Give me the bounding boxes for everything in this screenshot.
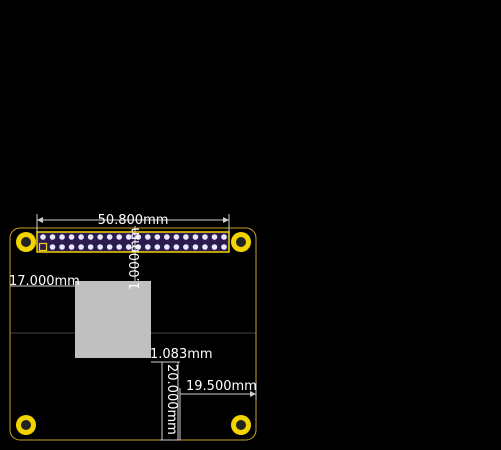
gap-dimension: 1.083mm [150, 347, 213, 363]
header-pin[interactable] [164, 234, 170, 240]
pin-header-icon[interactable] [36, 231, 230, 253]
header-pin[interactable] [49, 234, 56, 240]
header-pin[interactable] [135, 244, 142, 250]
height-dimension: 20.000mm [160, 361, 180, 441]
header-pin[interactable] [192, 244, 199, 250]
header-pin[interactable] [68, 234, 75, 240]
header-pin[interactable] [154, 244, 161, 250]
header-pin[interactable] [202, 244, 208, 250]
header-pin[interactable] [68, 244, 75, 250]
header-pin[interactable] [164, 244, 170, 250]
left-offset-label: 17.000mm [9, 274, 80, 289]
header-pin[interactable] [116, 234, 123, 240]
header-offset-dimension: 1.000mm [128, 226, 143, 290]
header-width-label: 50.800mm [98, 213, 169, 228]
header-pin[interactable] [183, 234, 189, 240]
gap-label: 1.083mm [150, 347, 213, 362]
square-pin-icon[interactable] [38, 242, 48, 252]
header-pin[interactable] [78, 244, 84, 250]
header-pin[interactable] [192, 234, 199, 240]
header-pin[interactable] [173, 234, 180, 240]
header-pin[interactable] [87, 234, 94, 240]
header-pin[interactable] [202, 234, 208, 240]
header-offset-label: 1.000mm [128, 227, 143, 290]
header-pin[interactable] [87, 244, 94, 250]
header-pin[interactable] [221, 234, 227, 240]
header-pin[interactable] [40, 234, 46, 240]
right-offset-dimension: 19.500mm [179, 379, 257, 440]
header-pin[interactable] [135, 234, 142, 240]
header-pin[interactable] [106, 244, 113, 250]
header-pin[interactable] [125, 234, 132, 240]
component-block[interactable] [75, 281, 151, 358]
header-pin[interactable] [97, 234, 103, 240]
header-pin[interactable] [116, 244, 123, 250]
header-pin[interactable] [154, 234, 161, 240]
header-pin[interactable] [211, 244, 218, 250]
header-pin[interactable] [59, 234, 65, 240]
header-pin[interactable] [144, 234, 151, 240]
header-pin[interactable] [78, 234, 84, 240]
header-pin[interactable] [97, 244, 103, 250]
mounting-hole-icon[interactable] [231, 232, 251, 252]
header-pin[interactable] [183, 244, 189, 250]
header-pin[interactable] [106, 234, 113, 240]
header-pin[interactable] [125, 244, 132, 250]
header-width-dimension: 50.800mm [36, 213, 230, 232]
header-pin[interactable] [144, 244, 151, 250]
height-label: 20.000mm [164, 364, 179, 435]
header-pin[interactable] [173, 244, 180, 250]
mounting-hole-icon[interactable] [16, 232, 36, 252]
left-offset-dimension: 17.000mm [9, 274, 80, 289]
board-outline [9, 227, 257, 441]
mounting-hole-icon[interactable] [16, 415, 36, 435]
header-pin[interactable] [59, 244, 65, 250]
header-pin[interactable] [49, 244, 56, 250]
right-offset-label: 19.500mm [186, 379, 257, 394]
header-pin[interactable] [211, 234, 218, 240]
header-pin[interactable] [221, 244, 227, 250]
mounting-hole-icon[interactable] [231, 415, 251, 435]
